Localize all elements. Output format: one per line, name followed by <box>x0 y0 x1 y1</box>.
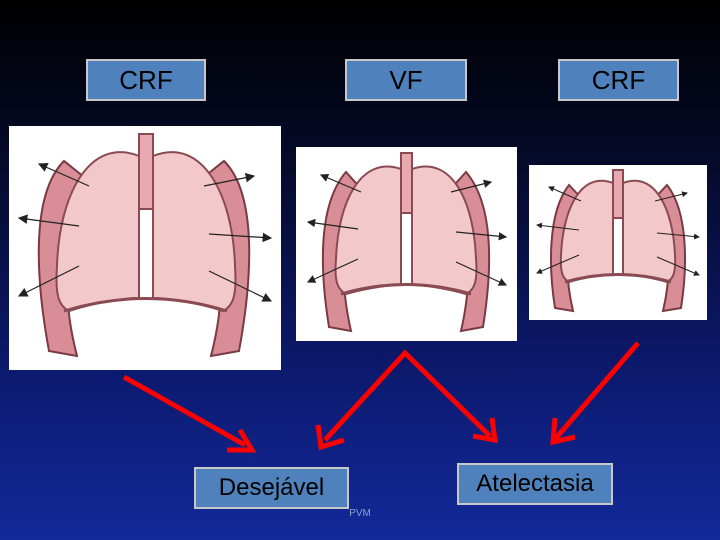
arrowhead-desejavel-left <box>227 428 257 453</box>
atelectasia-label: Atelectasia <box>457 463 613 505</box>
arrowhead-atelectasia-left <box>472 417 498 444</box>
arrowhead-atelectasia-right <box>550 417 576 446</box>
arrowhead-desejavel-right <box>315 424 345 451</box>
footer-text: PVM <box>349 508 371 519</box>
lung-panel-crf-left <box>9 126 281 370</box>
desejavel-label: Desejável <box>194 467 349 509</box>
vf-label: VF <box>345 59 467 101</box>
lung-diagram-large <box>17 133 273 358</box>
arrow-vf-split <box>323 349 492 442</box>
lung-diagram-medium <box>306 152 508 333</box>
arrow-crf-to-atelectasia <box>554 341 640 440</box>
crf-label-right: CRF <box>558 59 679 101</box>
arrow-crf-to-desejavel <box>122 374 247 448</box>
lung-panel-crf-right <box>529 165 707 320</box>
crf-label-left: CRF <box>86 59 206 101</box>
lung-panel-vf <box>296 147 517 341</box>
lung-diagram-small <box>536 169 700 313</box>
